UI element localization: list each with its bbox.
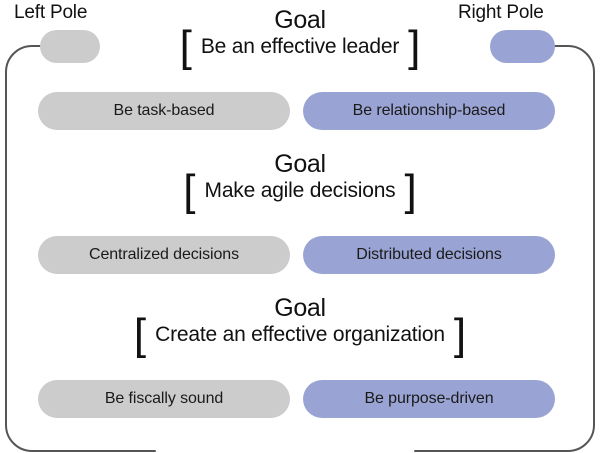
left-pole-pill-3[interactable]: Be fiscally sound [38,380,290,418]
bracket-open-icon-1: [ [179,21,192,71]
left-pole-pill-1[interactable]: Be task-based [38,92,290,130]
goal-statement-row-3: [ Create an effective organization ] [0,309,600,359]
pole-pair-row-3: Be fiscally sound Be purpose-driven [0,380,600,418]
bracket-open-icon-2: [ [183,165,196,215]
goal-block-2: Goal [ Make agile decisions ] [0,150,600,215]
goal-heading-3: Goal [274,294,326,322]
goal-block-1: Goal [ Be an effective leader ] [0,6,600,71]
left-pole-label: Left Pole [14,2,88,23]
bracket-close-icon-3: ] [453,309,467,359]
goal-statement-row-1: [ Be an effective leader ] [0,21,600,71]
left-pole-pill-2[interactable]: Centralized decisions [38,236,290,274]
right-pole-chip [490,30,555,63]
right-pole-pill-2[interactable]: Distributed decisions [303,236,555,274]
bracket-close-icon-1: ] [408,21,421,71]
goal-block-3: Goal [ Create an effective organization … [0,294,600,359]
right-pole-pill-1[interactable]: Be relationship-based [303,92,555,130]
goal-text-2: Make agile decisions [204,179,396,203]
right-pole-label: Right Pole [458,2,544,23]
right-pole-pill-3[interactable]: Be purpose-driven [303,380,555,418]
goal-heading-2: Goal [274,150,326,178]
bracket-open-icon-3: [ [133,309,147,359]
bracket-close-icon-2: ] [404,165,417,215]
goal-heading-1: Goal [274,6,326,34]
goal-text-1: Be an effective leader [200,35,400,59]
goal-text-3: Create an effective organization [155,323,445,347]
pole-pair-row-1: Be task-based Be relationship-based [0,92,600,130]
left-pole-chip [40,30,100,63]
goal-statement-row-2: [ Make agile decisions ] [0,165,600,215]
pole-pair-row-2: Centralized decisions Distributed decisi… [0,236,600,274]
